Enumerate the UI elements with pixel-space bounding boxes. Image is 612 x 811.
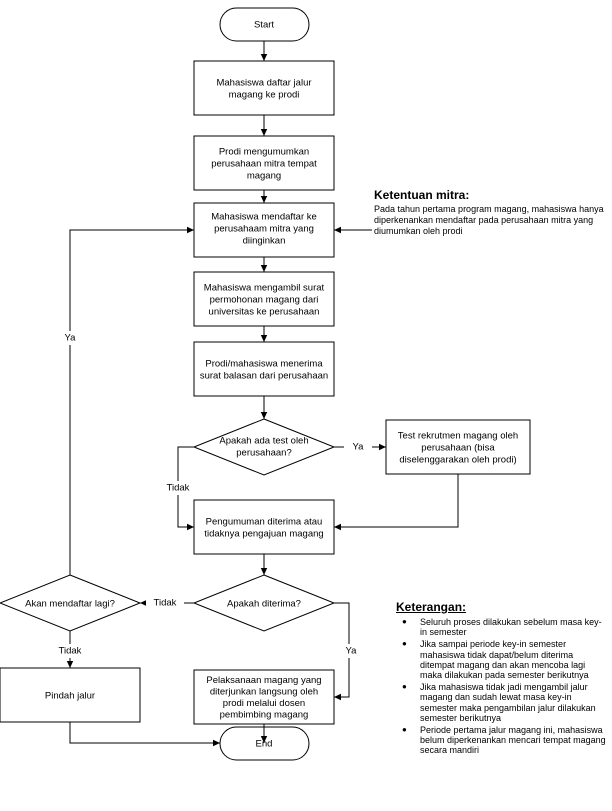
keterangan-list: ●Seluruh proses dilakukan sebelum masa k… — [396, 617, 608, 756]
connector-pindah-end — [69, 722, 220, 747]
label-line: Akan mendaftar lagi? — [25, 598, 115, 609]
label-line: surat balasan dari perusahaan — [200, 370, 328, 381]
label-test-no: Tidak — [167, 483, 190, 494]
keterangan-title: Keterangan: — [396, 600, 467, 614]
decision-daftar-lagi-label: Akan mendaftar lagi? — [25, 598, 115, 609]
step-pelaksanaan — [193, 669, 335, 725]
label-line: Mahasiswa mendaftar ke — [211, 211, 317, 222]
step-pindah-jalur-label: Pindah jalur — [45, 690, 95, 701]
keterangan-note: Keterangan: ●Seluruh proses dilakukan se… — [396, 600, 608, 758]
label-line: permohonan magang dari — [210, 294, 319, 305]
label-line: magang ke prodi — [229, 89, 300, 100]
label-line: Apakah diterima? — [227, 598, 301, 609]
label-line: Pengumuman diterima atau — [206, 516, 323, 527]
label-accepted-no: Tidak — [154, 598, 177, 609]
label-line: Mahasiswa mengambil surat — [204, 282, 325, 293]
label-line: diterjunkan langsung oleh — [210, 687, 318, 698]
label-line: perusahaam mitra yang — [214, 223, 314, 234]
label-line: prodi melalui dosen — [223, 698, 305, 709]
start-label: Start — [254, 20, 274, 31]
ketentuan-mitra-note: Ketentuan mitra: Pada tahun pertama prog… — [374, 188, 606, 237]
keterangan-item: ●Jika mahasiswa tidak jadi mengambil jal… — [402, 682, 596, 723]
keterangan-item: ●Jika sampai periode key-in semester mah… — [402, 639, 589, 681]
keterangan-item: ●Seluruh proses dilakukan sebelum masa k… — [402, 617, 602, 638]
label-line: diinginkan — [243, 235, 286, 246]
step-daftar-jalur — [193, 60, 335, 116]
label-accepted-yes: Ya — [346, 646, 358, 657]
keterangan-item: ●Periode pertama jalur magang ini, mahas… — [402, 725, 606, 756]
connector-daftar-lagi-ya — [69, 226, 194, 575]
label-line: tidaknya pengajuan magang — [204, 528, 323, 539]
label-line: pembimbing magang — [220, 710, 309, 721]
label-line: Prodi mengumumkan — [219, 146, 309, 157]
ketentuan-mitra-title: Ketentuan mitra: — [374, 188, 470, 202]
label-line: perusahaan mitra tempat — [211, 158, 317, 169]
bullet-icon: ● — [402, 682, 407, 692]
label-again-yes: Ya — [65, 333, 77, 344]
label-line: perusahaan (bisa — [421, 442, 495, 453]
decision-test — [192, 418, 336, 476]
label-line: Mahasiswa daftar jalur — [216, 77, 311, 88]
label-line: Prodi/mahasiswa menerima — [205, 358, 323, 369]
bullet-icon: ● — [402, 639, 407, 649]
ketentuan-mitra-text: Pada tahun pertama program magang, mahas… — [374, 204, 604, 236]
connector-rekrutmen-pengumuman — [334, 474, 459, 531]
label-line: diselenggarakan oleh prodi) — [399, 454, 516, 465]
bullet-icon: ● — [402, 725, 407, 735]
label-line: Test rekrutmen magang oleh — [398, 430, 518, 441]
label-line: Pelaksanaan magang yang — [206, 675, 321, 686]
label-line: Pindah jalur — [45, 690, 95, 701]
end-label: End — [256, 739, 273, 750]
label-line: Apakah ada test oleh — [219, 435, 308, 446]
edge-labels: Ya Ya Tidak Tidak Ya Tidak — [59, 333, 365, 657]
label-line: perusahaan? — [236, 447, 291, 458]
decision-diterima-label: Apakah diterima? — [227, 598, 301, 609]
bullet-icon: ● — [402, 617, 407, 626]
label-test-yes: Ya — [353, 442, 365, 453]
step-daftar-perusahaan — [193, 202, 335, 258]
label-again-no: Tidak — [59, 646, 82, 657]
label-line: magang — [247, 170, 281, 181]
decision-diterima — [192, 574, 336, 632]
step-pengumuman — [193, 499, 335, 555]
label-line: universitas ke perusahaan — [209, 306, 320, 317]
